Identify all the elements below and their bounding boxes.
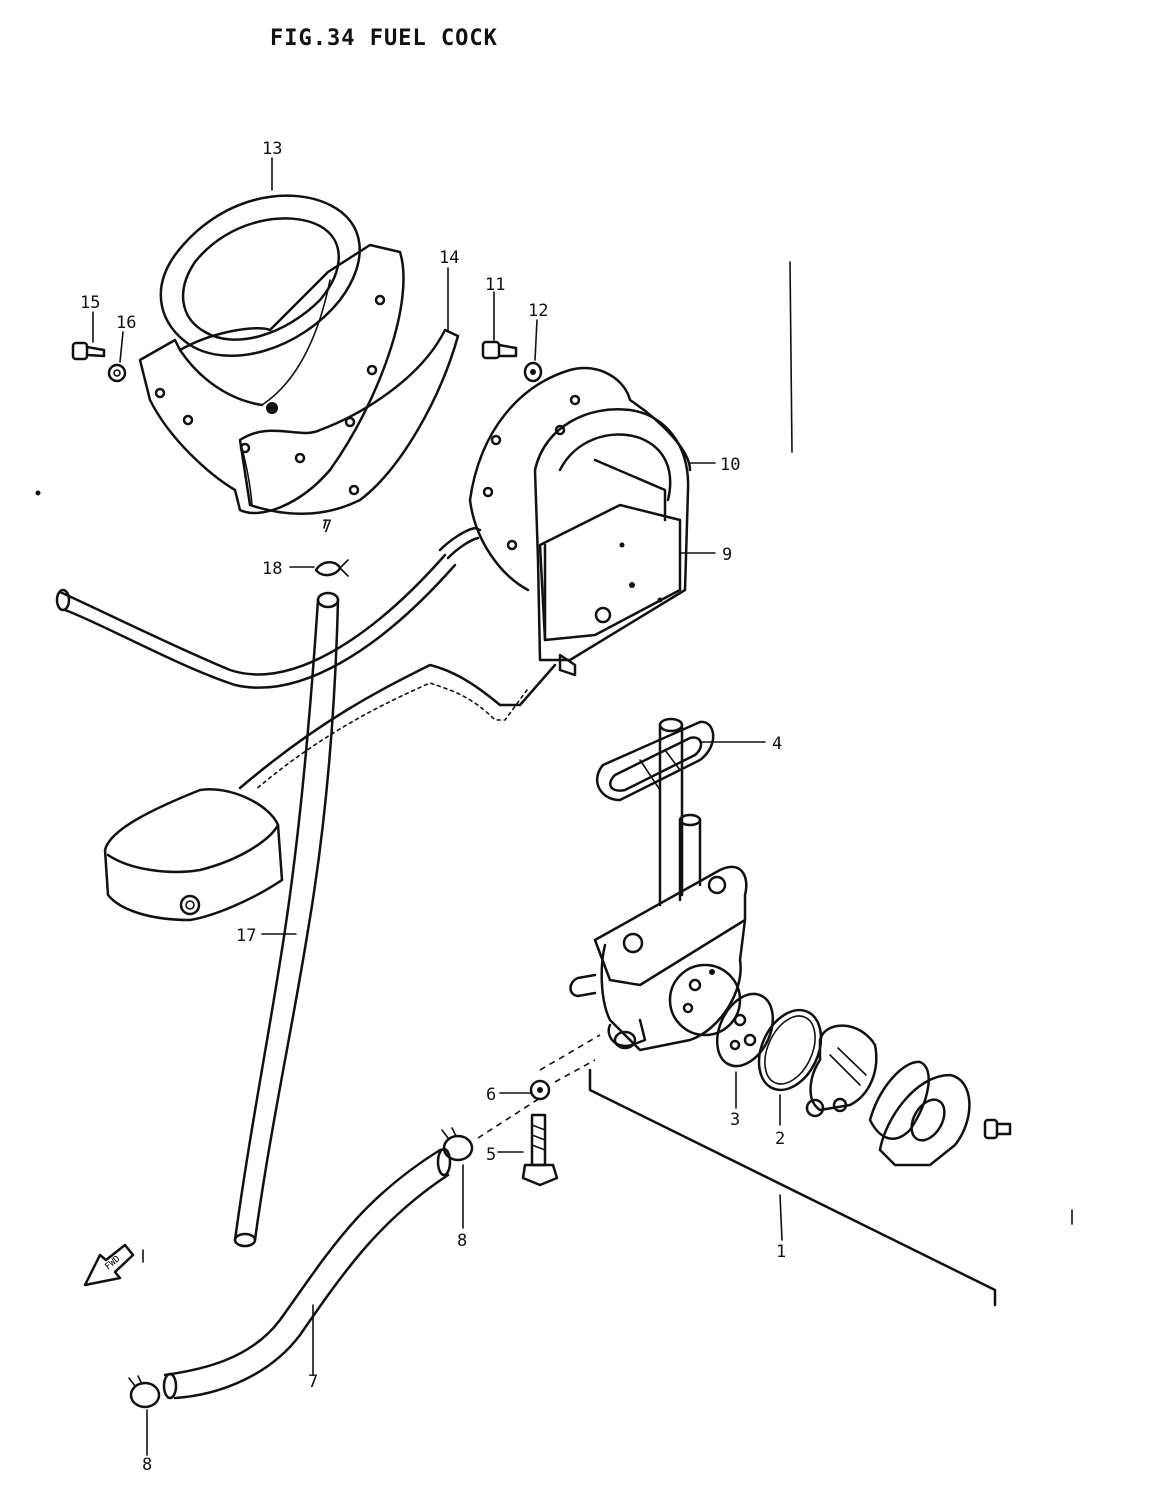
part-10-gasket — [468, 366, 692, 592]
callout-7-lower: 7 — [308, 1372, 318, 1392]
vent-hose — [55, 526, 482, 689]
part-12-washer — [523, 361, 543, 383]
callout-13: 13 — [262, 139, 282, 159]
callout-18: 18 — [262, 559, 282, 579]
part-11-screw — [481, 340, 518, 360]
part-4-o-ring — [596, 720, 715, 802]
callout-1: 1 — [776, 1242, 786, 1262]
front-direction-arrow: FWD — [83, 1243, 135, 1287]
gauge-float — [103, 787, 284, 922]
callout-6: 6 — [486, 1085, 496, 1105]
callout-17: 17 — [236, 926, 256, 946]
front-arrow-label: FWD — [104, 1254, 123, 1272]
part-7-fuel-hose — [162, 1147, 452, 1400]
part-16-washer — [107, 363, 127, 383]
callout-4: 4 — [772, 734, 782, 754]
lever-gasket — [868, 1060, 971, 1167]
callout-7-upper: 7 — [322, 517, 332, 537]
lever-screw — [983, 1118, 1012, 1140]
callout-10: 10 — [720, 455, 740, 475]
callout-9: 9 — [722, 545, 732, 565]
float-arm — [238, 663, 557, 791]
callout-8-lower: 8 — [142, 1455, 152, 1475]
fuel-cock-body — [569, 717, 748, 1052]
leader-lines — [92, 157, 781, 1456]
part-14-cushion — [238, 328, 460, 515]
callout-3: 3 — [730, 1110, 740, 1130]
callout-11: 11 — [485, 275, 505, 295]
part-2-o-ring — [757, 1008, 823, 1092]
callout-15: 15 — [80, 293, 100, 313]
callout-8-upper: 8 — [457, 1231, 467, 1251]
callout-12: 12 — [528, 301, 548, 321]
part-5-bolt — [521, 1113, 559, 1187]
part-8-clamp-lower — [128, 1375, 161, 1409]
part-6-washer — [529, 1079, 551, 1101]
callout-2: 2 — [775, 1129, 785, 1149]
callout-14: 14 — [439, 248, 459, 268]
callout-5: 5 — [486, 1145, 496, 1165]
lever-cap — [805, 1024, 878, 1118]
part-17-drain-hose — [233, 591, 340, 1248]
figure-title: FIG.34 FUEL COCK — [270, 26, 498, 51]
part-9-fuel-level-gauge — [533, 408, 690, 677]
callout-16: 16 — [116, 313, 136, 333]
part-18-clip — [314, 559, 349, 577]
part-3-seal — [715, 992, 775, 1068]
part-13-fuel-gauge-protector — [138, 194, 405, 515]
part-8-clamp-upper — [441, 1127, 474, 1162]
part-15-screw — [71, 341, 106, 361]
